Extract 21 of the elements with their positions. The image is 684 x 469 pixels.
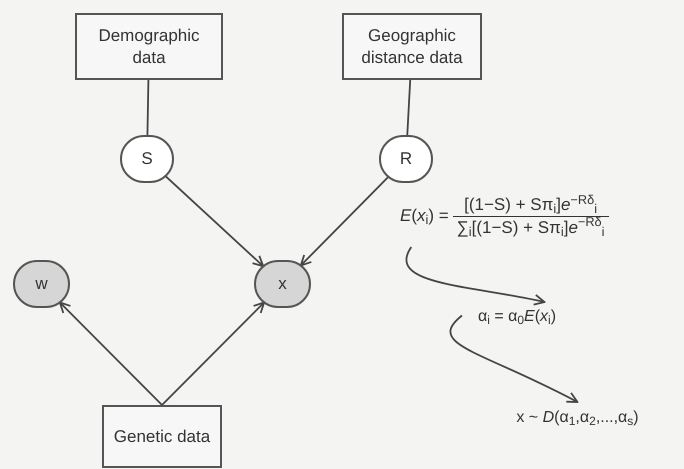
arrow xyxy=(450,314,578,403)
data-box xyxy=(75,13,223,80)
arrow xyxy=(300,176,389,266)
arrow xyxy=(165,176,264,268)
data-box xyxy=(102,405,222,468)
node-label: Demographic data xyxy=(97,25,201,68)
data-box xyxy=(342,13,482,80)
connector-line xyxy=(406,80,412,136)
formula-text: x ~ D(α$_{1}$,α$_{2}$,...,α$_{s}$) xyxy=(516,408,639,430)
node-label: w xyxy=(34,273,49,295)
arrow xyxy=(161,302,266,406)
formula-text: E(x$_{i}$) = xyxy=(400,205,449,229)
formula-text: α$_{i}$ = α$_{0}$E(x$_{i}$) xyxy=(478,307,556,329)
node-label: S xyxy=(140,148,154,170)
arrow xyxy=(406,246,546,306)
node-label: Genetic data xyxy=(112,426,212,448)
node-label: Geographic distance data xyxy=(360,25,464,68)
node-label: R xyxy=(398,148,414,170)
node-label: x xyxy=(277,273,288,295)
connector-line xyxy=(146,80,150,136)
arrow xyxy=(58,302,163,406)
